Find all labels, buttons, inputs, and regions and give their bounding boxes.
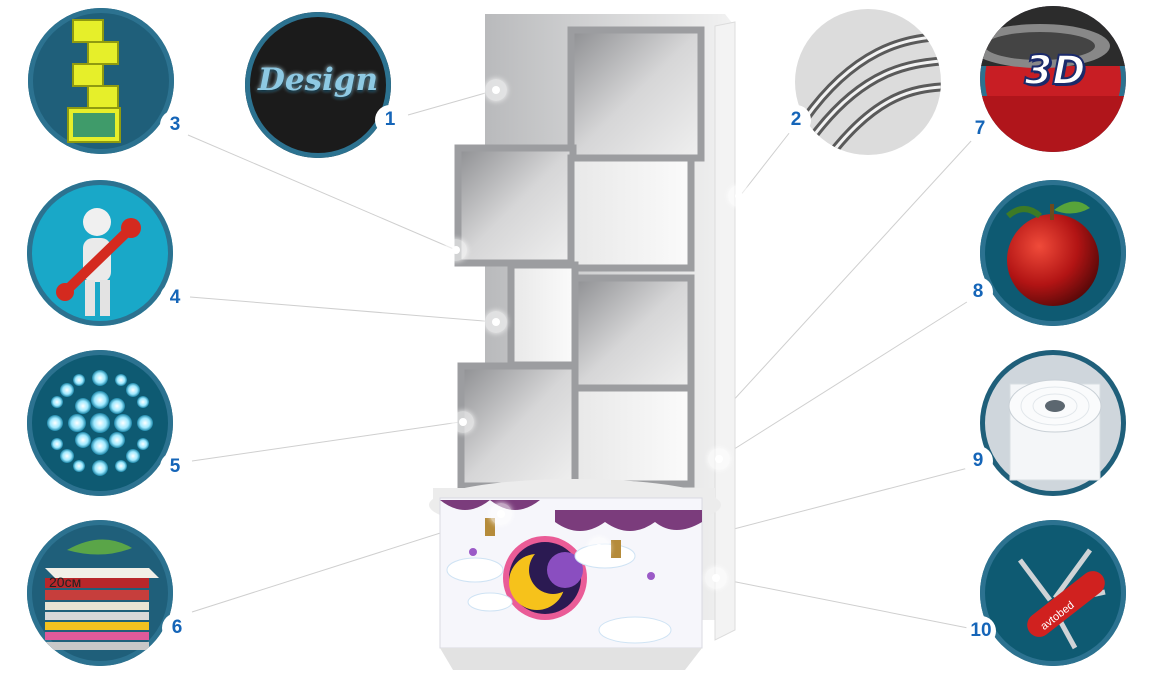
marker-dot-3 (445, 239, 467, 261)
design-text: Design (257, 62, 379, 98)
feature-led-lighting-circle (27, 350, 173, 496)
shelf-unit-illustration (429, 14, 736, 670)
badge-6: 6 (162, 613, 192, 643)
marker-dot-10 (705, 567, 727, 589)
feature-packaging-circle (980, 350, 1126, 496)
feature-mattress-layers-circle: 20см (27, 520, 173, 666)
badge-3: 3 (160, 110, 190, 140)
feature-eco-material-circle (980, 180, 1126, 326)
marker-dot-6 (490, 503, 512, 525)
feature-multifunction-circle: avtobed (980, 520, 1126, 666)
feature-assembly-circle (27, 180, 173, 326)
feature-design-circle: Design (245, 12, 391, 158)
badge-9: 9 (963, 446, 993, 476)
badge-8: 8 (963, 277, 993, 307)
badge-1: 1 (375, 105, 405, 135)
marker-dot-2 (728, 185, 750, 207)
marker-dot-4 (485, 311, 507, 333)
layers-size-label: 20см (49, 574, 82, 590)
feature-3d-print-circle: 3D (980, 6, 1126, 152)
badge-5: 5 (160, 452, 190, 482)
badge-2: 2 (781, 105, 811, 135)
marker-dot-7 (588, 537, 610, 559)
badge-7: 7 (965, 114, 995, 144)
feature-shelf-model-circle (28, 8, 174, 154)
badge-4: 4 (160, 283, 190, 313)
three-d-text: 3D (1023, 47, 1086, 95)
marker-dot-8 (708, 448, 730, 470)
marker-dot-1 (485, 79, 507, 101)
marker-dot-5 (452, 411, 474, 433)
badge-10: 10 (966, 616, 996, 646)
feature-edge-banding-circle (795, 9, 941, 155)
